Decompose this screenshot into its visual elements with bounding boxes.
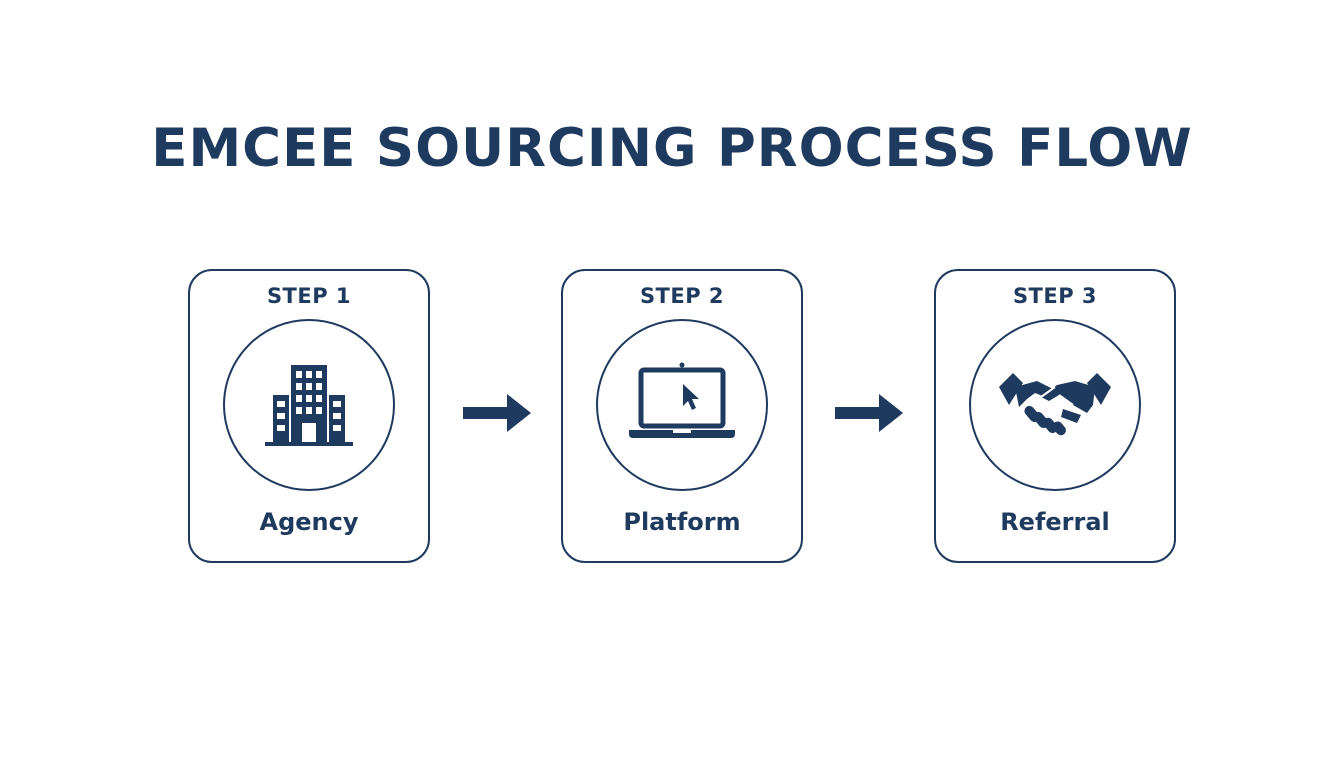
building-icon bbox=[265, 365, 353, 446]
step-label: STEP 2 bbox=[639, 284, 725, 308]
page-title: EMCEE SOURCING PROCESS FLOW bbox=[151, 118, 1193, 179]
laptop-cursor-icon bbox=[629, 362, 735, 438]
step-label: STEP 1 bbox=[266, 284, 352, 308]
arrow-right-icon bbox=[463, 394, 531, 432]
step-name: Referral bbox=[1000, 508, 1110, 536]
icon-circle bbox=[969, 319, 1141, 491]
icon-circle bbox=[596, 319, 768, 491]
step-card-referral: STEP 3 bbox=[934, 269, 1176, 563]
step-card-platform: STEP 2 Platform bbox=[561, 269, 803, 563]
arrow-right-icon bbox=[835, 394, 903, 432]
step-name: Agency bbox=[259, 508, 359, 536]
step-label: STEP 3 bbox=[1012, 284, 1098, 308]
step-card-agency: STEP 1 bbox=[188, 269, 430, 563]
handshake-icon bbox=[999, 373, 1111, 436]
icon-circle bbox=[223, 319, 395, 491]
step-name: Platform bbox=[623, 508, 741, 536]
